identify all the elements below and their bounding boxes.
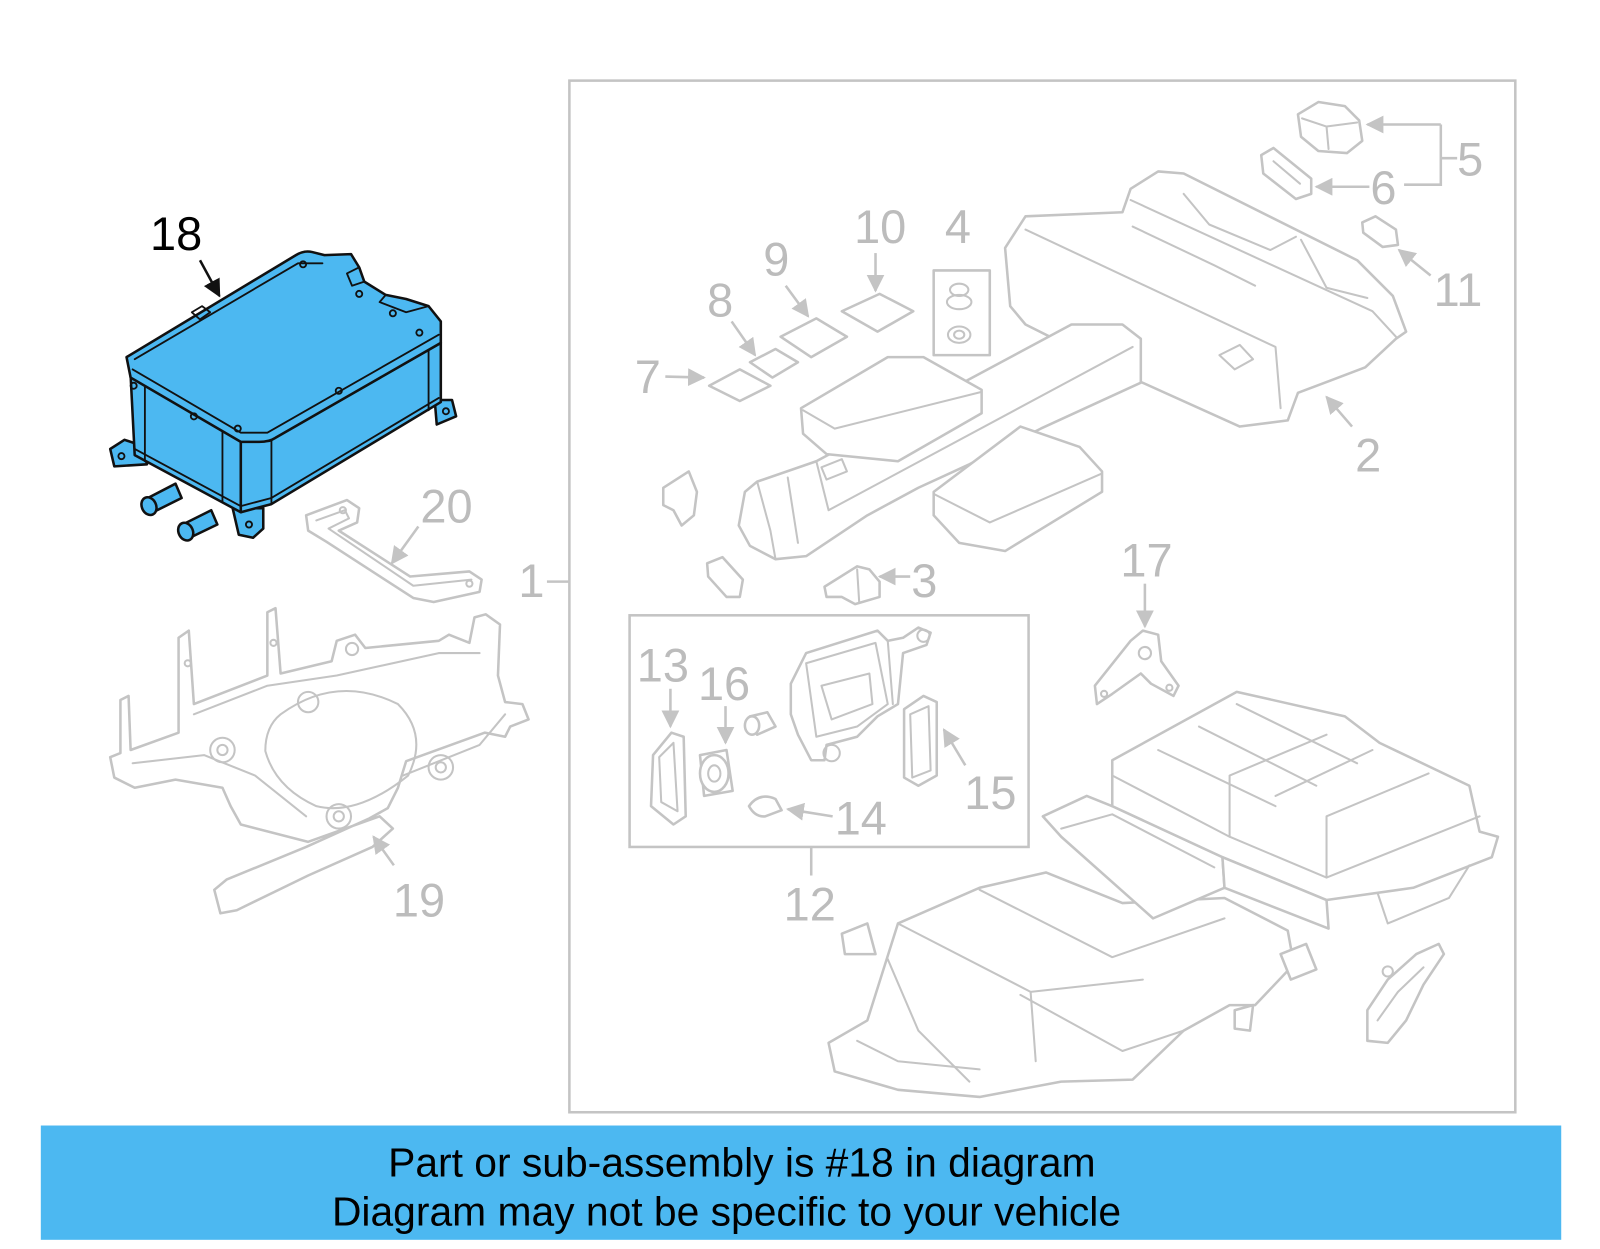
part-3-clip — [823, 565, 881, 606]
footer-line-1: Part or sub-assembly is #18 in diagram — [388, 1140, 1095, 1186]
part-18-highlighted-component — [108, 250, 458, 542]
part-5-clip — [1296, 100, 1364, 155]
footer-banner: Part or sub-assembly is #18 in diagram D… — [40, 1125, 1562, 1240]
callout-14-arrow — [785, 802, 833, 821]
battery-pack-lower-assembly — [827, 690, 1500, 1099]
callout-20: 20 — [420, 480, 472, 532]
callout-19-arrow — [372, 835, 395, 867]
callout-15-arrow — [942, 728, 967, 766]
part-10-pad — [840, 292, 915, 333]
callout-4: 4 — [945, 201, 971, 253]
callout-19: 19 — [393, 874, 445, 926]
callout-9: 9 — [763, 234, 789, 286]
mount-flange-bottom — [231, 506, 265, 540]
callout-12: 12 — [784, 878, 836, 930]
callout-14: 14 — [835, 793, 887, 845]
part-9-pad — [779, 317, 849, 359]
coolant-port-upper — [140, 482, 183, 517]
part-12-group-frame — [628, 614, 1030, 849]
callout-8-arrow — [730, 320, 757, 357]
part-13-plate — [649, 731, 687, 826]
part-4-grommet — [932, 269, 992, 357]
callout-11: 11 — [1434, 264, 1483, 316]
part-16-bushing — [698, 748, 734, 798]
part-14-hook — [747, 795, 783, 818]
callout-7-arrow — [665, 368, 706, 387]
callout-17: 17 — [1120, 535, 1172, 587]
small-cylinder — [743, 710, 777, 736]
callout-1: 1 — [518, 555, 544, 607]
part-1-assembly-frame — [568, 79, 1517, 1114]
rear-mount-bracket — [1366, 942, 1446, 1045]
part-17-bracket — [1093, 629, 1180, 706]
bracket-assembly — [789, 626, 932, 763]
callout-10: 10 — [854, 201, 906, 253]
callout-5-bracket — [1404, 124, 1443, 186]
small-bracket — [661, 470, 699, 527]
part-11-gasket — [1360, 215, 1400, 249]
callout-7: 7 — [635, 351, 661, 403]
callout-2-arrow — [1325, 395, 1354, 428]
callout-8: 8 — [707, 274, 733, 326]
callout-3: 3 — [911, 555, 937, 607]
coolant-port-lower — [176, 508, 219, 542]
callout-9-arrow — [784, 284, 810, 318]
callout-15: 15 — [964, 767, 1016, 819]
callout-18: 18 — [150, 208, 202, 260]
callout-18-arrow — [198, 259, 221, 298]
callout-13: 13 — [637, 640, 689, 692]
part-6-gasket — [1259, 146, 1313, 201]
callout-20-arrow — [390, 525, 420, 565]
part-7-pad — [707, 368, 772, 403]
footer-line-2: Diagram may not be specific to your vehi… — [332, 1189, 1121, 1235]
callout-6: 6 — [1370, 162, 1396, 214]
mount-flange-right — [433, 398, 458, 426]
callout-5: 5 — [1457, 134, 1483, 186]
housing-top-cover — [125, 250, 443, 444]
part-8-pad — [748, 347, 800, 379]
callout-2: 2 — [1355, 429, 1381, 481]
small-gasket — [705, 555, 745, 599]
part-19-subframe — [108, 606, 530, 915]
part-15-plate — [902, 694, 939, 788]
part-2-battery-cover — [737, 170, 1408, 561]
callout-16: 16 — [698, 658, 750, 710]
callout-11-arrow — [1397, 248, 1432, 277]
part-20-bracket — [304, 498, 483, 604]
